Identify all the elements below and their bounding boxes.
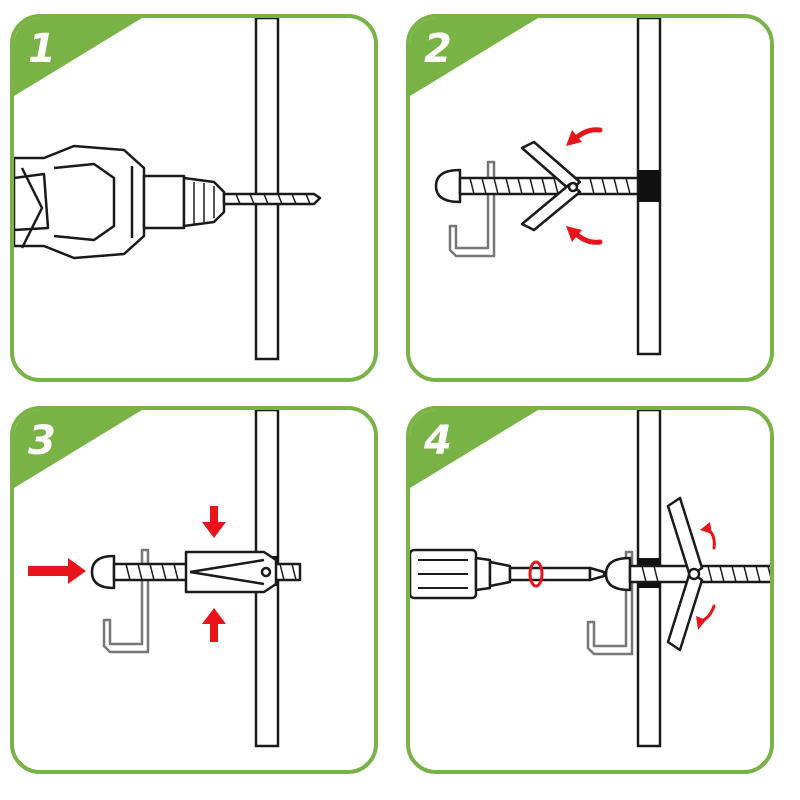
wall-hole	[638, 170, 660, 202]
step-panel-4: 4	[406, 406, 774, 774]
step-number: 1	[28, 26, 56, 72]
arrow-head	[566, 226, 582, 242]
step-panel-2: 2	[406, 14, 774, 382]
toggle-bolt-insert-icon	[90, 548, 302, 654]
step-2-corner-tab	[410, 18, 538, 96]
step-2-illustration	[410, 18, 662, 356]
drill-icon	[14, 144, 322, 260]
wall	[254, 18, 280, 361]
arrow-head	[696, 616, 706, 630]
screwdriver-tighten-icon	[410, 496, 770, 656]
step-number: 4	[424, 418, 452, 464]
step-4-illustration	[410, 410, 770, 748]
arrow-head	[566, 130, 582, 146]
step-number: 2	[424, 26, 452, 72]
step-4-corner-tab	[410, 410, 538, 488]
step-panel-3: 3	[10, 406, 378, 774]
toggle-bolt-open-icon	[434, 140, 640, 258]
step-3-corner-tab	[14, 410, 142, 488]
step-1-illustration	[14, 18, 322, 361]
push-arrow-icon	[28, 506, 226, 642]
step-3-illustration	[14, 410, 302, 748]
step-panel-1: 1	[10, 14, 378, 382]
arrow-head	[700, 522, 712, 534]
step-1-corner-tab	[14, 18, 142, 96]
step-number: 3	[28, 418, 56, 464]
